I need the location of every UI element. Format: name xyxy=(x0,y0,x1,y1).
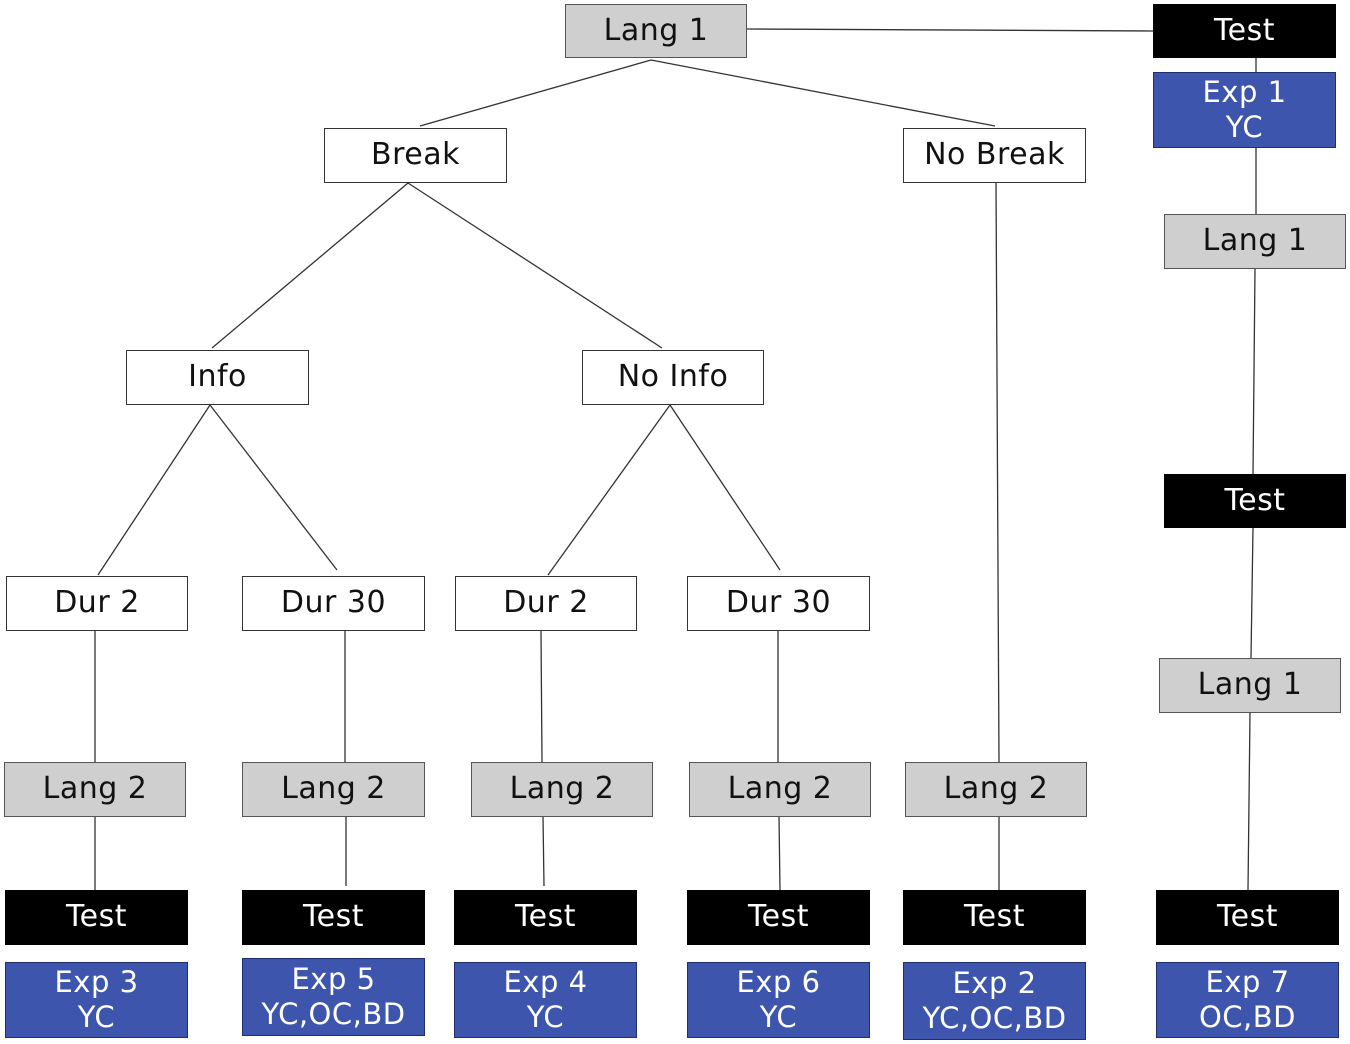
node-test-f: Test xyxy=(1156,890,1339,945)
node-break: Break xyxy=(324,128,507,183)
edge-break-info xyxy=(211,182,409,349)
node-dur30-info: Dur 30 xyxy=(242,576,425,631)
edge-noinfo-dur2 xyxy=(547,404,671,576)
node-dur2-noinfo: Dur 2 xyxy=(455,576,637,631)
node-lang2-e: Lang 2 xyxy=(905,762,1087,817)
edge-lang1r1-testmid xyxy=(1252,268,1256,475)
node-exp3: Exp 3 YC xyxy=(5,962,188,1038)
node-exp1: Exp 1 YC xyxy=(1153,72,1336,148)
node-info: Info xyxy=(126,350,309,405)
node-lang1-right-2: Lang 1 xyxy=(1159,658,1341,713)
node-lang2-a: Lang 2 xyxy=(4,762,186,817)
node-lang2-b: Lang 2 xyxy=(242,762,425,817)
node-exp6: Exp 6 YC xyxy=(687,962,870,1038)
edge-lang2d-testd xyxy=(778,816,781,891)
node-no-info: No Info xyxy=(582,350,764,405)
node-test-d: Test xyxy=(687,890,870,945)
node-test-a: Test xyxy=(5,890,188,945)
node-test-right-mid: Test xyxy=(1164,474,1346,528)
edge-lang2c-testc xyxy=(542,816,545,887)
edge-dur2ni-lang2c xyxy=(540,630,543,763)
edge-nobreak-lang2e xyxy=(995,182,1000,763)
edge-testmid-lang1r2 xyxy=(1250,527,1254,659)
edge-root-test-top xyxy=(746,28,1154,32)
node-test-e: Test xyxy=(903,890,1086,945)
edge-noinfo-dur30 xyxy=(669,404,781,571)
node-exp4: Exp 4 YC xyxy=(454,962,637,1038)
node-dur2-info: Dur 2 xyxy=(6,576,188,631)
node-exp5: Exp 5 YC,OC,BD xyxy=(242,958,425,1036)
node-exp2: Exp 2 YC,OC,BD xyxy=(903,962,1086,1040)
edge-info-dur30 xyxy=(209,404,338,571)
node-lang2-d: Lang 2 xyxy=(689,762,871,817)
node-test-top: Test xyxy=(1153,4,1336,58)
node-lang2-c: Lang 2 xyxy=(471,762,653,817)
node-test-b: Test xyxy=(242,890,425,945)
node-no-break: No Break xyxy=(903,128,1086,183)
node-exp7: Exp 7 OC,BD xyxy=(1156,962,1339,1038)
node-test-c: Test xyxy=(454,890,637,945)
edge-info-dur2 xyxy=(97,404,211,576)
node-dur30-noinfo: Dur 30 xyxy=(687,576,870,631)
edge-break-noinfo xyxy=(407,182,663,349)
edge-lang1r2-testf xyxy=(1247,712,1251,891)
edge-root-nobreak xyxy=(650,59,996,127)
node-lang1-right-1: Lang 1 xyxy=(1164,214,1346,269)
node-lang1-root: Lang 1 xyxy=(565,4,747,58)
edge-root-break xyxy=(419,59,652,127)
